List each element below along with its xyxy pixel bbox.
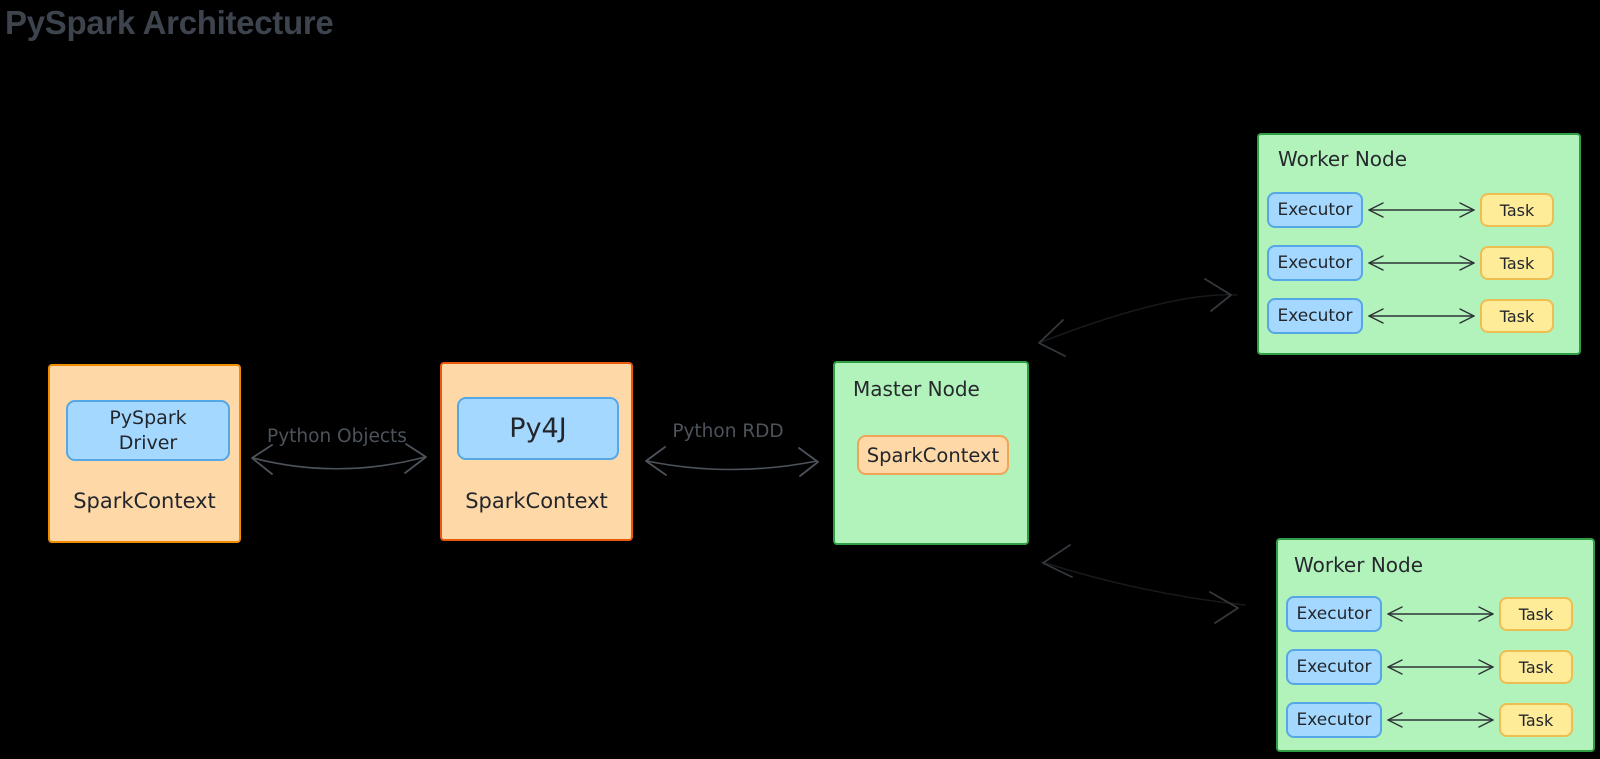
pyspark-driver-box: PySpark Driver <box>66 400 230 461</box>
executor-task-arrow <box>1387 606 1494 622</box>
master-to-worker-top-arrow <box>1038 278 1238 357</box>
worker-node-bottom: Worker Node Executor Task Executor Task … <box>1276 538 1595 752</box>
task-box: Task <box>1480 246 1554 280</box>
worker-node-title: Worker Node <box>1278 147 1408 171</box>
arrow-left-head-icon <box>645 446 667 476</box>
executor-task-arrow <box>1368 255 1475 271</box>
executor-task-arrow <box>1387 659 1494 675</box>
arrow-right-head-icon <box>1204 278 1232 312</box>
arrow-right-head-icon <box>798 447 819 477</box>
task-box: Task <box>1499 597 1573 631</box>
arrow-left-head-icon <box>1042 544 1073 578</box>
executor-box: Executor <box>1286 649 1382 685</box>
py4j-sparkcontext-label: SparkContext <box>465 489 608 513</box>
executor-box: Executor <box>1286 596 1382 632</box>
task-box: Task <box>1499 703 1573 737</box>
executor-task-arrow <box>1387 712 1494 728</box>
executor-box: Executor <box>1267 245 1363 281</box>
master-to-worker-bottom-arrow <box>1041 544 1246 624</box>
py4j-node: Py4J SparkContext <box>440 362 633 541</box>
arrow-left-head-icon <box>1038 319 1066 357</box>
master-node: Master Node SparkContext <box>833 361 1029 545</box>
py4j-box: Py4J <box>457 397 619 460</box>
task-box: Task <box>1499 650 1573 684</box>
python-objects-label: Python Objects <box>267 426 407 447</box>
arrow-right-head-icon <box>1209 591 1239 624</box>
diagram-title: PySpark Architecture <box>5 4 334 41</box>
worker-node-title: Worker Node <box>1294 553 1424 577</box>
pyspark-driver-label-line2: Driver <box>118 431 178 454</box>
task-box: Task <box>1480 193 1554 227</box>
master-sparkcontext-chip: SparkContext <box>857 435 1009 475</box>
arrow-right-head-icon <box>404 443 427 474</box>
executor-task-arrow <box>1368 308 1475 324</box>
task-box: Task <box>1480 299 1554 333</box>
master-node-title: Master Node <box>853 377 980 401</box>
worker-node-top: Worker Node Executor Task Executor Task … <box>1257 133 1581 355</box>
executor-box: Executor <box>1286 702 1382 738</box>
pyspark-driver-node: PySpark Driver SparkContext <box>48 364 241 543</box>
executor-task-arrow <box>1368 202 1475 218</box>
driver-sparkcontext-label: SparkContext <box>73 489 216 513</box>
arrow-left-head-icon <box>251 444 273 475</box>
py4j-label: Py4J <box>509 413 567 444</box>
executor-box: Executor <box>1267 298 1363 334</box>
python-rdd-label: Python RDD <box>672 421 784 442</box>
executor-box: Executor <box>1267 192 1363 228</box>
pyspark-driver-label-line1: PySpark <box>109 406 187 429</box>
